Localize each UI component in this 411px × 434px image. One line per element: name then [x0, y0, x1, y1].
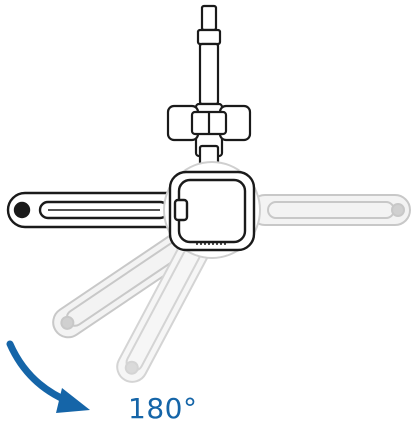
rotation-angle-label: 180°	[128, 392, 198, 425]
rotation-arrow	[6, 340, 90, 413]
ghost-arm-right	[249, 194, 411, 226]
ghost-arm-steep	[116, 218, 219, 383]
active-arm-left	[6, 191, 210, 229]
rotation-hub	[163, 161, 261, 259]
post-clamp	[166, 104, 252, 142]
